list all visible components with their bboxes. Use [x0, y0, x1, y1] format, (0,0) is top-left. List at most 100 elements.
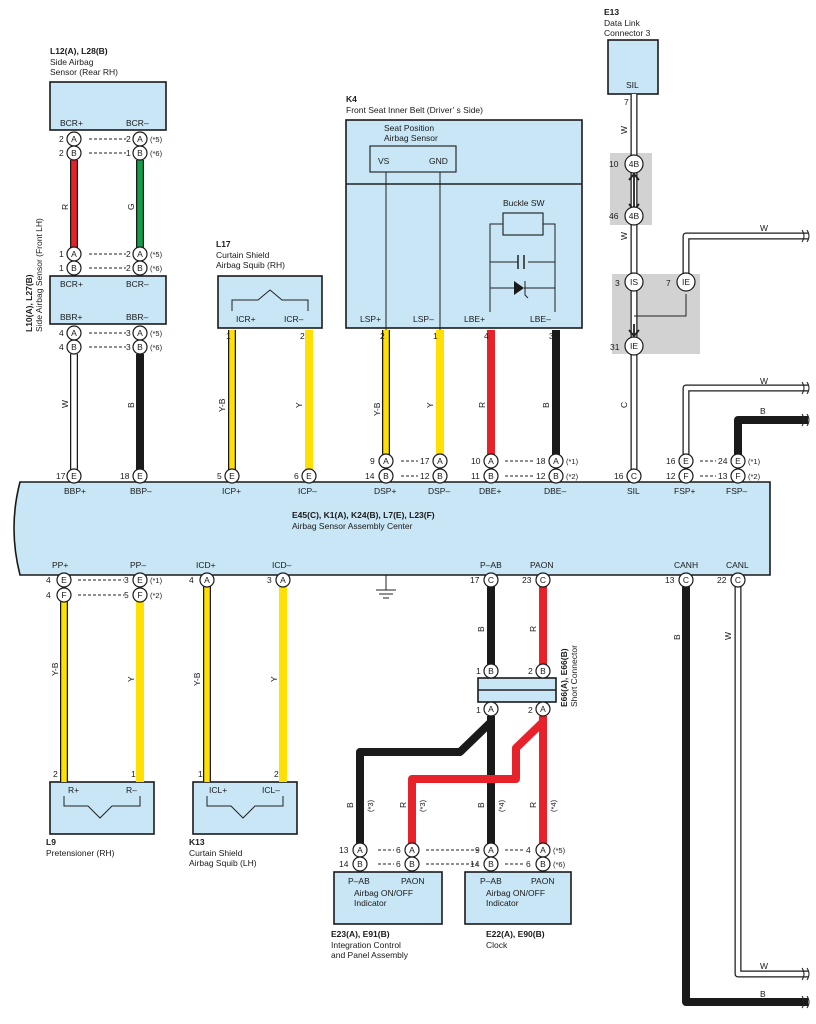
center-name: Airbag Sensor Assembly Center — [292, 521, 413, 531]
pin-letter: A — [71, 134, 77, 144]
k13-pin-icl-minus: ICL– — [262, 785, 280, 795]
l12-pin-bcr-plus: BCR+ — [60, 118, 83, 128]
svg-text:18: 18 — [536, 456, 546, 466]
wire-canh-black — [682, 585, 808, 1006]
pin-letter: E — [137, 575, 143, 585]
svg-text:9: 9 — [475, 845, 480, 855]
pin-circle — [483, 572, 499, 588]
svg-text:B: B — [345, 802, 355, 808]
pin-circle — [378, 453, 394, 469]
center-pin-p-ab: P–AB — [480, 560, 502, 570]
pin-circle — [535, 701, 551, 717]
l17-squib-symbol — [231, 289, 309, 311]
e23-name-2: and Panel Assembly — [331, 950, 409, 960]
svg-text:B: B — [541, 402, 551, 408]
svg-text:(*1): (*1) — [748, 457, 761, 466]
svg-text:B: B — [126, 402, 136, 408]
e22-name: Clock — [486, 940, 508, 950]
svg-text:(*6): (*6) — [150, 264, 163, 273]
svg-text:W: W — [60, 400, 70, 408]
svg-text:3: 3 — [126, 342, 131, 352]
svg-text:W: W — [760, 376, 768, 386]
pin-letter: B — [488, 666, 494, 676]
pin-circle — [730, 453, 746, 469]
svg-text:Y-B: Y-B — [50, 662, 60, 676]
pin-letter: B — [540, 666, 546, 676]
svg-text:(*3): (*3) — [366, 799, 375, 812]
wire-color-labels: R G W B Y-B Y Y-B Y R B W W C W W B B R … — [50, 126, 768, 999]
l12-sensor-box — [49, 81, 167, 131]
e13-ref: E13 — [604, 7, 619, 17]
center-unit-box — [13, 481, 771, 576]
pin-circle — [66, 145, 82, 161]
svg-text:(*4): (*4) — [549, 799, 558, 812]
pin-circle — [730, 468, 746, 484]
svg-text:2: 2 — [53, 769, 58, 779]
pin-circle — [66, 339, 82, 355]
svg-text:2: 2 — [126, 249, 131, 259]
center-ref: E45(C), K1(A), K24(B), L7(E), L23(F) — [292, 510, 435, 520]
pin-circle — [56, 572, 72, 588]
svg-text:18: 18 — [120, 471, 130, 481]
svg-text:5: 5 — [217, 471, 222, 481]
pin-circle — [624, 154, 644, 174]
pin-letter: F — [137, 590, 142, 600]
svg-text:W: W — [760, 223, 768, 233]
svg-text:6: 6 — [526, 859, 531, 869]
svg-text:46: 46 — [609, 211, 619, 221]
pin-circle — [132, 587, 148, 603]
svg-text:6: 6 — [294, 471, 299, 481]
svg-text:(*4): (*4) — [497, 799, 506, 812]
k13-ref: K13 — [189, 837, 205, 847]
pin-circle — [275, 572, 291, 588]
pin-letter: B — [488, 859, 494, 869]
connector-dash-lines — [78, 138, 716, 865]
svg-text:B: B — [672, 634, 682, 640]
svg-text:(*5): (*5) — [150, 329, 163, 338]
pin-letter: B — [553, 471, 559, 481]
e23-pin-p-ab: P–AB — [348, 876, 370, 886]
k4-sensor-inner-box — [369, 145, 457, 173]
pin-circle — [404, 856, 420, 872]
e13-name-2: Connector 3 — [604, 28, 651, 38]
svg-text:23: 23 — [522, 575, 532, 585]
l17-pin-icr-minus: ICR– — [284, 314, 304, 324]
svg-text:7: 7 — [666, 278, 671, 288]
svg-text:1: 1 — [59, 249, 64, 259]
note-labels: (*5) (*6) (*5) (*6) (*5) (*6) (*1) (*2) … — [150, 135, 761, 869]
pin-letter: C — [683, 575, 689, 585]
l12-name-1: Side Airbag — [50, 57, 94, 67]
k4-buckle-label: Buckle SW — [503, 198, 545, 208]
e22-pin-p-ab: P–AB — [480, 876, 502, 886]
pin-letter: A — [137, 134, 143, 144]
svg-text:1: 1 — [476, 705, 481, 715]
svg-text:3: 3 — [615, 278, 620, 288]
k4-pin-lsp-plus: LSP+ — [360, 314, 381, 324]
k4-sub-1: Seat Position — [384, 123, 434, 133]
center-pin-bbp-plus: BBP+ — [64, 486, 86, 496]
pin-letter: A — [137, 328, 143, 338]
center-pin-icp-minus: ICP– — [298, 486, 317, 496]
pin-letter: B — [137, 342, 143, 352]
center-pin-dbe-plus: DBE+ — [479, 486, 501, 496]
wire-fsp-plus-white — [683, 385, 808, 455]
pin-letter: F — [735, 471, 740, 481]
svg-text:14: 14 — [470, 859, 480, 869]
k13-pin-icl-plus: ICL+ — [209, 785, 227, 795]
svg-text:4: 4 — [189, 575, 194, 585]
svg-text:R: R — [477, 402, 487, 408]
pin-circle — [301, 468, 317, 484]
pin-circle — [678, 453, 694, 469]
pin-letter: E — [229, 471, 235, 481]
k13-squib-symbol — [206, 796, 284, 819]
joint-branch-line — [634, 294, 687, 317]
center-pin-dsp-minus: DSP– — [428, 486, 450, 496]
l9-pretensioner-box — [49, 781, 155, 835]
svg-text:(*5): (*5) — [150, 135, 163, 144]
pin-letter: IE — [630, 341, 638, 351]
k4-pin-lbe-minus: LBE– — [530, 314, 551, 324]
svg-text:B: B — [476, 626, 486, 632]
svg-text:(*3): (*3) — [418, 799, 427, 812]
svg-text:2: 2 — [300, 331, 305, 341]
